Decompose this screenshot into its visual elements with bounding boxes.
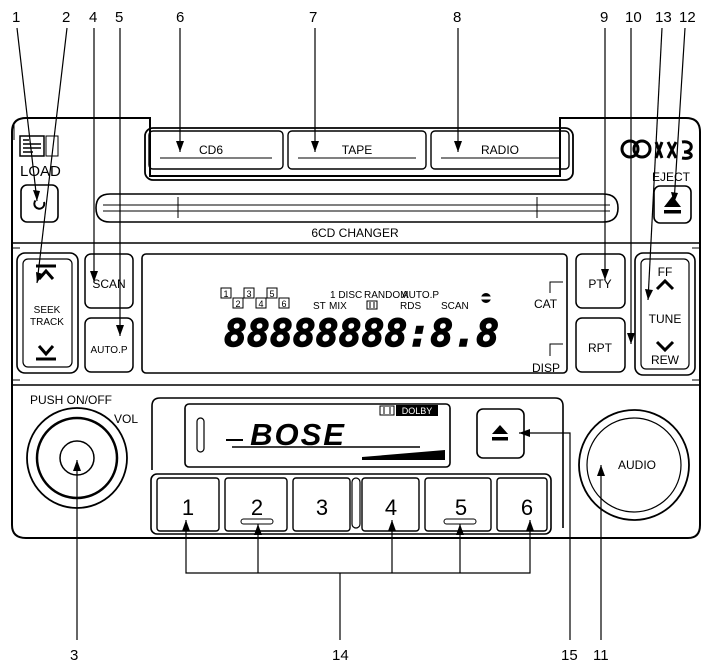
dolby-nr-icon (366, 300, 378, 310)
changer-label: 6CD CHANGER (311, 226, 399, 240)
seek-label-line1: SEEK (34, 305, 61, 316)
top-button-panel: CD6 TAPE RADIO (144, 127, 574, 181)
svg-text:3: 3 (246, 289, 251, 299)
mode-st: ST (313, 301, 326, 312)
lcd-display (141, 253, 568, 374)
disc-indicators: 1 3 5 2 4 6 (220, 287, 290, 309)
radio-label: RADIO (481, 143, 519, 157)
scan-label: SCAN (92, 277, 125, 291)
cassette-door (184, 403, 451, 468)
callout-5: 5 (115, 9, 123, 26)
audio-label: AUDIO (618, 458, 656, 472)
tape-label: TAPE (342, 143, 372, 157)
mode-1disc: 1 DISC (330, 290, 362, 301)
callout-9: 9 (600, 9, 608, 26)
load-label: LOAD (20, 163, 61, 180)
pty-button[interactable] (575, 253, 626, 309)
ff-label: FF (658, 265, 673, 279)
rpt-button[interactable] (575, 317, 626, 373)
preset-label-6: 6 (521, 495, 533, 520)
segment-digits: 88888888:8.8 (223, 311, 499, 355)
callout-15: 15 (561, 647, 578, 664)
cd6-button[interactable] (148, 130, 284, 170)
svg-text:6: 6 (281, 299, 286, 309)
preset-label-2: 2 (251, 495, 263, 520)
pty-label: PTY (588, 277, 611, 291)
chassis-outline (11, 117, 701, 539)
deck-stripe (362, 450, 445, 460)
tune-frame (634, 252, 696, 376)
callout-12: 12 (679, 9, 696, 26)
svg-text:1: 1 (223, 289, 228, 299)
rew-label: REW (651, 353, 680, 367)
seek-label-line2: TRACK (30, 317, 64, 328)
tune-label: TUNE (649, 312, 682, 326)
tune-up-icon (655, 278, 675, 291)
callout-1: 1 (12, 9, 20, 26)
bose-logo: BOSE (250, 417, 346, 452)
mode-scan: SCAN (441, 301, 469, 312)
radio-button[interactable] (430, 130, 570, 170)
arrow-heads (33, 141, 678, 535)
preset-label-3: 3 (316, 495, 328, 520)
preset-buttons: 1 2 3 4 5 6 (150, 473, 552, 535)
autop-label: AUTO.P (90, 345, 127, 356)
callout-8: 8 (453, 9, 461, 26)
cat-label: CAT (534, 297, 558, 311)
svg-text:2: 2 (235, 299, 240, 309)
dolby-label: DOLBY (402, 406, 433, 416)
eject-button[interactable] (653, 185, 692, 224)
load-icon (33, 199, 46, 210)
callout-13: 13 (655, 9, 672, 26)
callout-6: 6 (176, 9, 184, 26)
power-label: PUSH ON/OFF (30, 393, 112, 407)
seek-track-button[interactable] (22, 258, 73, 368)
seek-down-icon (36, 345, 56, 361)
tape-slot (351, 477, 361, 529)
svg-text:4: 4 (258, 299, 263, 309)
eject-label: EJECT (652, 170, 691, 184)
leader-lines (16, 27, 686, 640)
tape-direction-icon (480, 293, 492, 303)
audio-knob[interactable] (578, 409, 690, 521)
callout-10: 10 (625, 9, 642, 26)
callout-11: 11 (593, 647, 609, 664)
svg-text:5: 5 (269, 289, 274, 299)
scan-button[interactable] (84, 253, 134, 309)
preset-button-3[interactable] (292, 477, 351, 532)
disp-label: DISP (532, 361, 560, 375)
preset-label-5: 5 (455, 495, 467, 520)
cd-slot (95, 193, 619, 223)
load-button[interactable] (20, 184, 59, 223)
dolby-badge: DOLBY (379, 405, 438, 416)
mode-autop: AUTO.P (402, 290, 439, 301)
mode-random: RANDOM (364, 290, 408, 301)
tape-eject-icon (492, 425, 508, 441)
autop-button[interactable] (84, 317, 134, 373)
cd6-label: CD6 (199, 143, 223, 157)
preset-button-6[interactable] (496, 477, 548, 532)
logo-marks-icon (620, 139, 693, 160)
segment-digit-readout: 88888888:8.8 (224, 312, 499, 355)
tape-button[interactable] (287, 130, 427, 170)
callout-3: 3 (70, 647, 78, 664)
cassette-window (196, 417, 205, 453)
callout-2: 2 (62, 9, 70, 26)
tune-button[interactable] (640, 258, 690, 370)
callout-4: 4 (89, 9, 97, 26)
rpt-label: RPT (588, 341, 613, 355)
seek-track-frame (16, 252, 79, 374)
vol-label: VOL (114, 412, 138, 426)
callout-7: 7 (309, 9, 317, 26)
mode-rds: RDS (400, 301, 421, 312)
callout-14: 14 (332, 647, 349, 664)
mode-mix: MIX (329, 301, 347, 312)
preset-label-1: 1 (182, 495, 194, 520)
eject-icon (664, 196, 681, 214)
preset-label-4: 4 (385, 495, 397, 520)
tune-down-icon (655, 340, 675, 353)
